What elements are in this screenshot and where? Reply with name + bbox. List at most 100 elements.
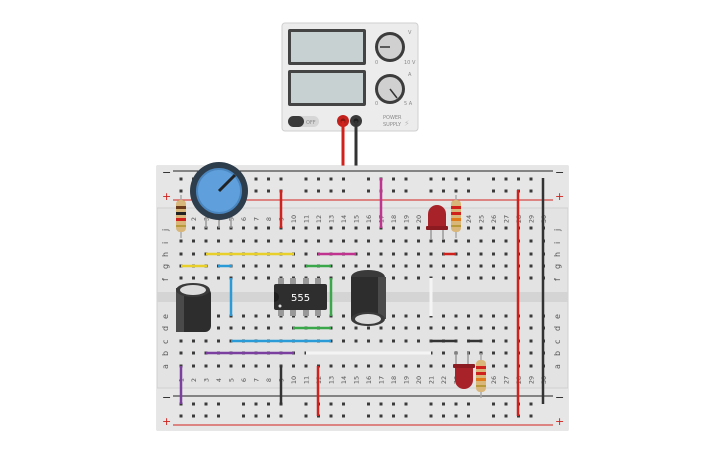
terminal-hole[interactable] xyxy=(379,364,383,368)
terminal-hole[interactable] xyxy=(504,252,508,256)
terminal-hole[interactable] xyxy=(204,276,208,280)
terminal-hole[interactable] xyxy=(429,239,433,243)
terminal-hole[interactable] xyxy=(217,364,220,368)
terminal-hole[interactable] xyxy=(467,239,470,243)
terminal-hole[interactable] xyxy=(504,339,508,343)
terminal-hole[interactable] xyxy=(479,326,483,330)
terminal-hole[interactable] xyxy=(292,239,295,243)
terminal-hole[interactable] xyxy=(304,364,308,368)
terminal-hole[interactable] xyxy=(179,351,183,355)
terminal-hole[interactable] xyxy=(217,276,220,280)
terminal-hole[interactable] xyxy=(204,239,208,243)
terminal-hole[interactable] xyxy=(467,226,470,230)
terminal-hole[interactable] xyxy=(404,264,408,268)
terminal-hole[interactable] xyxy=(267,314,270,318)
terminal-hole[interactable] xyxy=(392,226,395,230)
rail-hole[interactable] xyxy=(392,189,395,193)
terminal-hole[interactable] xyxy=(217,326,220,330)
terminal-hole[interactable] xyxy=(267,364,270,368)
terminal-hole[interactable] xyxy=(467,314,470,318)
terminal-hole[interactable] xyxy=(204,364,208,368)
terminal-hole[interactable] xyxy=(329,364,333,368)
terminal-hole[interactable] xyxy=(342,339,345,343)
terminal-hole[interactable] xyxy=(492,351,495,355)
terminal-hole[interactable] xyxy=(504,364,508,368)
terminal-hole[interactable] xyxy=(454,326,458,330)
terminal-hole[interactable] xyxy=(492,314,495,318)
terminal-hole[interactable] xyxy=(504,326,508,330)
rail-hole[interactable] xyxy=(504,414,508,418)
terminal-hole[interactable] xyxy=(454,276,458,280)
terminal-hole[interactable] xyxy=(254,314,258,318)
rail-hole[interactable] xyxy=(217,402,220,406)
rail-hole[interactable] xyxy=(267,402,270,406)
terminal-hole[interactable] xyxy=(529,339,533,343)
resistor-left[interactable] xyxy=(176,195,186,238)
terminal-hole[interactable] xyxy=(292,364,295,368)
terminal-hole[interactable] xyxy=(292,264,295,268)
terminal-hole[interactable] xyxy=(417,226,420,230)
terminal-hole[interactable] xyxy=(529,364,533,368)
terminal-hole[interactable] xyxy=(179,252,183,256)
terminal-hole[interactable] xyxy=(392,326,395,330)
terminal-hole[interactable] xyxy=(417,276,420,280)
terminal-hole[interactable] xyxy=(342,364,345,368)
terminal-hole[interactable] xyxy=(379,339,383,343)
terminal-hole[interactable] xyxy=(342,226,345,230)
rail-hole[interactable] xyxy=(192,402,195,406)
rail-hole[interactable] xyxy=(329,402,333,406)
terminal-hole[interactable] xyxy=(242,364,245,368)
capacitor-left[interactable] xyxy=(176,283,211,332)
resistor-bottom[interactable] xyxy=(476,353,486,398)
terminal-hole[interactable] xyxy=(304,252,308,256)
terminal-hole[interactable] xyxy=(492,326,495,330)
terminal-hole[interactable] xyxy=(342,239,345,243)
rail-hole[interactable] xyxy=(379,402,383,406)
rail-hole[interactable] xyxy=(254,177,258,181)
rail-hole[interactable] xyxy=(304,189,308,193)
terminal-hole[interactable] xyxy=(442,364,445,368)
terminal-hole[interactable] xyxy=(354,364,358,368)
rail-hole[interactable] xyxy=(192,414,195,418)
rail-hole[interactable] xyxy=(304,177,308,181)
rail-hole[interactable] xyxy=(467,189,470,193)
terminal-hole[interactable] xyxy=(192,339,195,343)
rail-hole[interactable] xyxy=(279,177,283,181)
rail-hole[interactable] xyxy=(504,189,508,193)
voltage-knob[interactable] xyxy=(375,32,405,62)
terminal-hole[interactable] xyxy=(279,239,283,243)
rail-hole[interactable] xyxy=(529,414,533,418)
rail-hole[interactable] xyxy=(467,402,470,406)
rail-hole[interactable] xyxy=(467,177,470,181)
terminal-hole[interactable] xyxy=(254,264,258,268)
terminal-hole[interactable] xyxy=(367,264,370,268)
terminal-hole[interactable] xyxy=(442,326,445,330)
terminal-hole[interactable] xyxy=(254,276,258,280)
terminal-hole[interactable] xyxy=(417,314,420,318)
terminal-hole[interactable] xyxy=(392,276,395,280)
terminal-hole[interactable] xyxy=(392,339,395,343)
terminal-hole[interactable] xyxy=(479,252,483,256)
rail-hole[interactable] xyxy=(404,402,408,406)
terminal-hole[interactable] xyxy=(192,364,195,368)
rail-hole[interactable] xyxy=(442,189,445,193)
terminal-hole[interactable] xyxy=(467,326,470,330)
terminal-hole[interactable] xyxy=(392,364,395,368)
rail-hole[interactable] xyxy=(329,177,333,181)
terminal-hole[interactable] xyxy=(442,351,445,355)
rail-hole[interactable] xyxy=(342,177,345,181)
terminal-hole[interactable] xyxy=(242,326,245,330)
terminal-hole[interactable] xyxy=(342,326,345,330)
rail-hole[interactable] xyxy=(429,177,433,181)
resistor-right[interactable] xyxy=(451,195,461,238)
terminal-hole[interactable] xyxy=(479,264,483,268)
rail-hole[interactable] xyxy=(392,414,395,418)
terminal-hole[interactable] xyxy=(254,239,258,243)
terminal-hole[interactable] xyxy=(429,264,433,268)
terminal-hole[interactable] xyxy=(492,239,495,243)
rail-hole[interactable] xyxy=(329,189,333,193)
terminal-hole[interactable] xyxy=(417,326,420,330)
terminal-hole[interactable] xyxy=(204,339,208,343)
terminal-hole[interactable] xyxy=(404,314,408,318)
terminal-hole[interactable] xyxy=(254,226,258,230)
